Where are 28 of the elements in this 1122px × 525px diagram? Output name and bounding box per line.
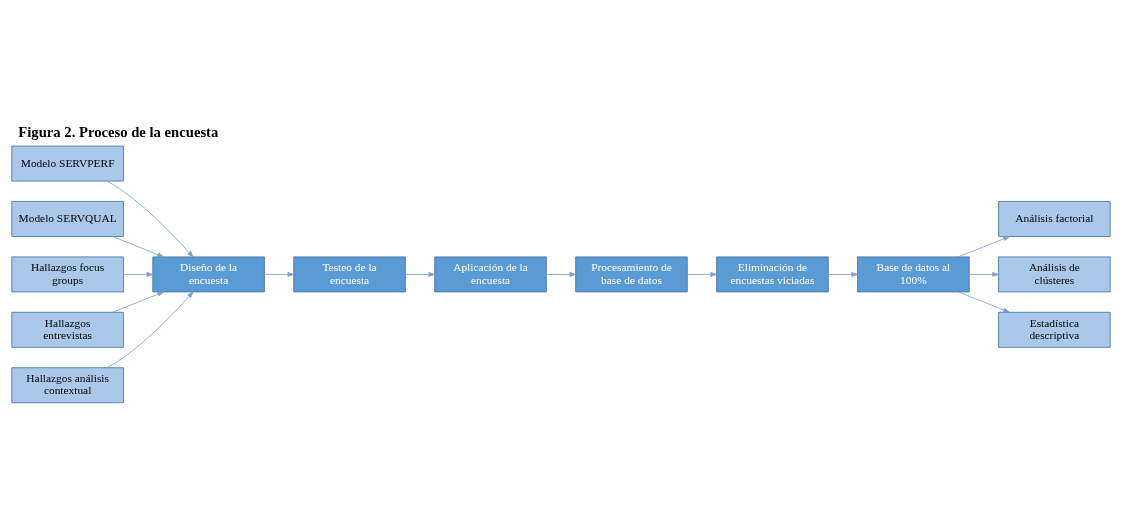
node-box: Hallazgos focus groups	[11, 256, 124, 292]
node-box: Modelo SERVPERF	[11, 145, 124, 181]
arrow	[264, 271, 295, 277]
node-box: Aplicación de la encuesta	[434, 256, 547, 292]
arrow	[112, 235, 164, 257]
node-box: Hallazgos análisis contextual	[11, 366, 124, 403]
arrow	[957, 291, 1010, 313]
arrow	[968, 271, 999, 277]
node-box: Análisis factorial	[998, 200, 1111, 237]
arrow	[686, 271, 717, 277]
arrow	[106, 180, 194, 257]
node-box: Estadística descriptiva	[998, 311, 1111, 348]
node-box: Procesamiento de base de datos	[575, 256, 688, 292]
arrow	[827, 271, 858, 277]
arrow	[123, 271, 154, 277]
node-box: Testeo de la encuesta	[293, 256, 406, 292]
arrow	[405, 271, 435, 277]
arrow	[112, 291, 164, 313]
node-box: Eliminación de encuestas viciadas	[716, 256, 829, 292]
node-box: Diseño de la encuesta	[152, 256, 265, 292]
node-box: Hallazgos entrevistas	[11, 311, 124, 348]
diagram-title: Figura 2. Proceso de la encuesta	[18, 123, 219, 140]
node-box: Análisis de clústeres	[998, 256, 1111, 292]
arrow	[957, 235, 1010, 257]
arrow	[546, 271, 576, 277]
node-box: Base de datos al 100%	[857, 256, 970, 292]
arrow	[106, 291, 194, 368]
node-box: Modelo SERVQUAL	[11, 200, 124, 237]
